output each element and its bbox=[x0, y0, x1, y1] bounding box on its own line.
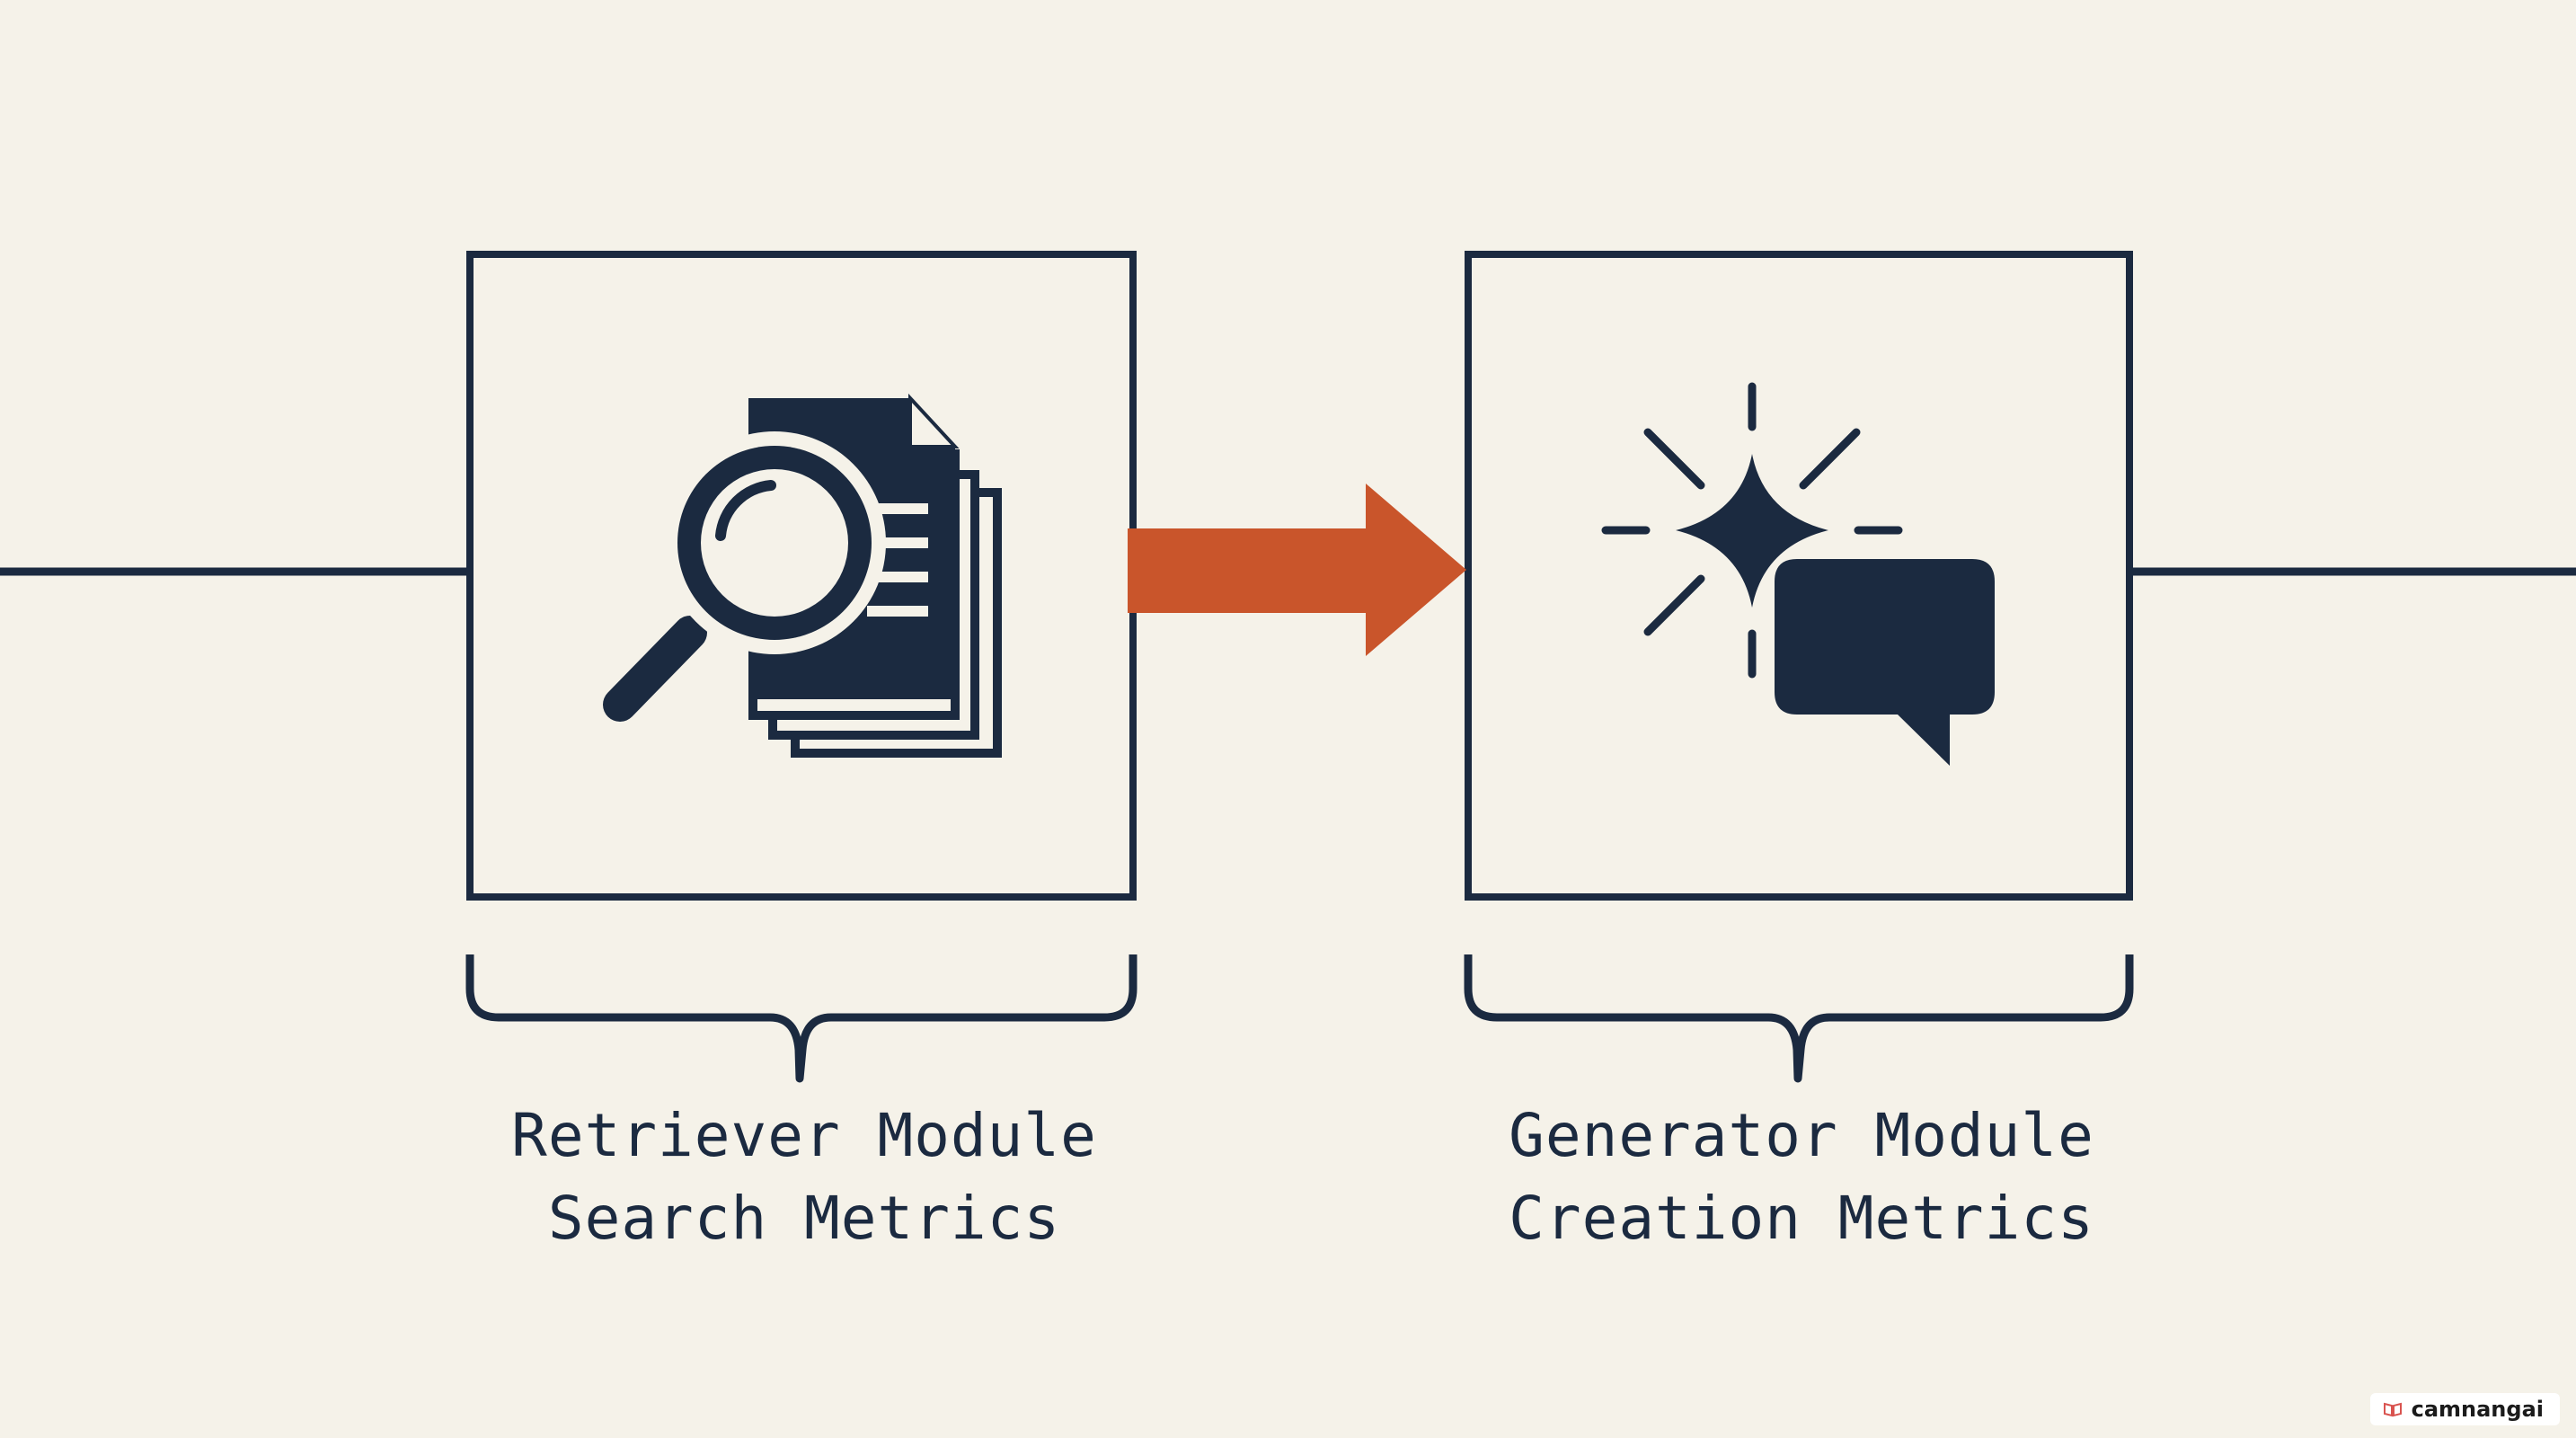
generator-module-label: Generator Module Creation Metrics bbox=[1442, 1095, 2161, 1260]
book-icon bbox=[2383, 1402, 2402, 1417]
retriever-module-metrics: Search Metrics bbox=[547, 1184, 1061, 1253]
retriever-brace bbox=[465, 954, 1138, 1083]
watermark-badge[interactable]: camnangai bbox=[2369, 1393, 2560, 1425]
generator-module-metrics: Creation Metrics bbox=[1509, 1184, 2094, 1253]
generator-brace bbox=[1464, 954, 2134, 1083]
generator-module-box bbox=[1465, 251, 2133, 901]
retriever-module-label: Retriever Module Search Metrics bbox=[445, 1095, 1164, 1260]
sparkle-chat-icon bbox=[1601, 382, 1995, 766]
arrow-right-icon bbox=[1128, 484, 1466, 656]
retriever-module-title: Retriever Module bbox=[511, 1101, 1097, 1170]
document-search-icon bbox=[595, 393, 1002, 758]
watermark-text: camnangai bbox=[2411, 1397, 2544, 1422]
generator-module-title: Generator Module bbox=[1509, 1101, 2094, 1170]
